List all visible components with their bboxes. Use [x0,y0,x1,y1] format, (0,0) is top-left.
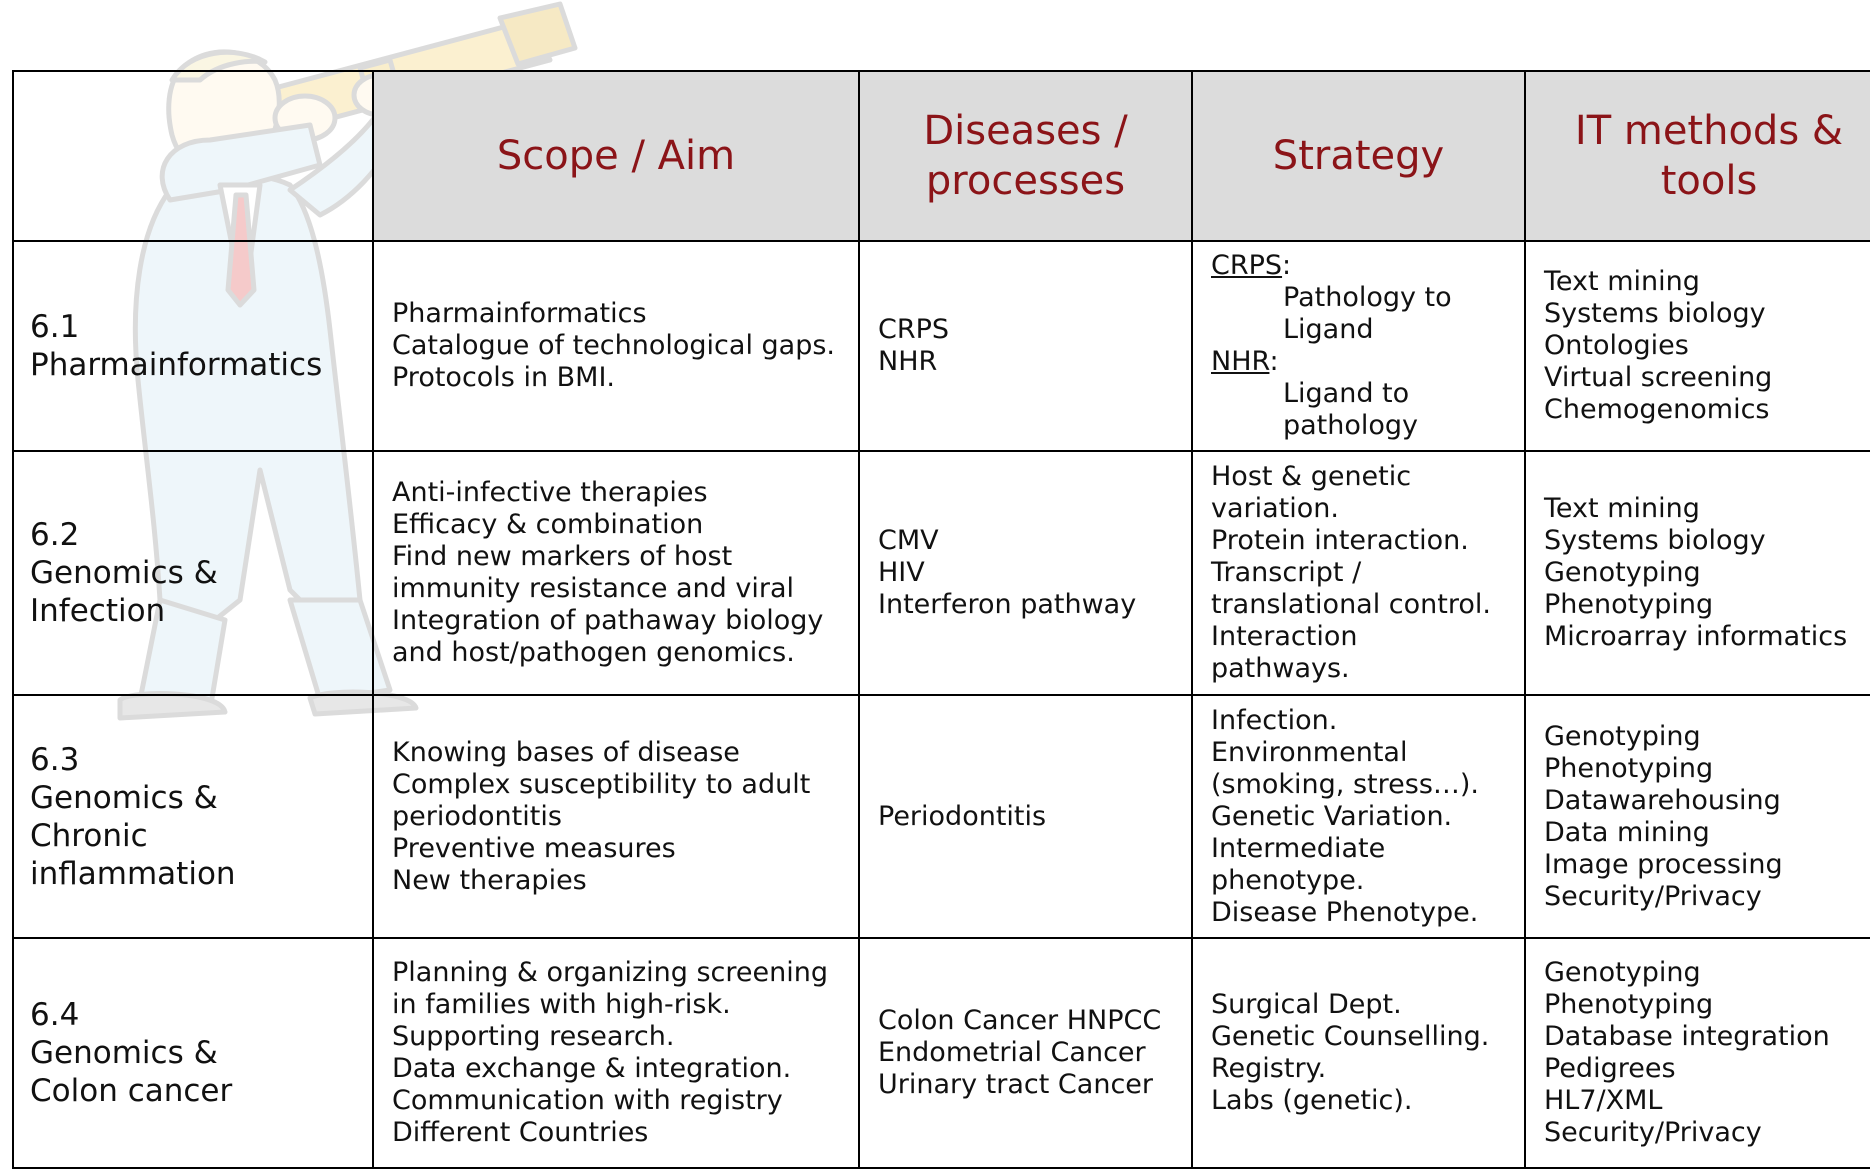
table-row: 6.1 Pharmainformatics Pharmainformatics … [12,240,1870,452]
strategy-nhr-text: Ligand to pathology [1283,378,1419,441]
row-label: 6.1 Pharmainformatics [12,240,374,452]
it-methods-cell: Text mining Systems biology Genotyping P… [1524,450,1870,696]
header-scope: Scope / Aim [372,70,860,242]
row-label: 6.3 Genomics & Chronic inflammation [12,694,374,939]
strategy-crps-label: CRPS [1211,250,1283,281]
scope-cell: Pharmainformatics Catalogue of technolog… [372,240,860,452]
header-strategy: Strategy [1191,70,1526,242]
diseases-cell: Periodontitis [858,694,1193,939]
strategy-cell: Host & genetic variation. Protein intera… [1191,450,1526,696]
header-row: Scope / Aim Diseases / processes Strateg… [12,70,1870,242]
table-row: 6.3 Genomics & Chronic inflammation Know… [12,694,1870,939]
diseases-cell: CRPS NHR [858,240,1193,452]
it-methods-cell: Genotyping Phenotyping Datawarehousing D… [1524,694,1870,939]
scope-cell: Anti-infective therapies Efficacy & comb… [372,450,860,696]
row-label: 6.4 Genomics & Colon cancer [12,937,374,1169]
strategy-cell: Infection. Environmental (smoking, stres… [1191,694,1526,939]
header-diseases: Diseases / processes [858,70,1193,242]
table-row: 6.2 Genomics & Infection Anti-infective … [12,450,1870,696]
strategy-crps-text: Pathology to Ligand [1283,282,1452,345]
it-methods-cell: Text mining Systems biology Ontologies V… [1524,240,1870,452]
header-it-methods: IT methods & tools [1524,70,1870,242]
scope-cell: Planning & organizing screening in famil… [372,937,860,1169]
diseases-cell: Colon Cancer HNPCC Endometrial Cancer Ur… [858,937,1193,1169]
header-corner [12,70,374,242]
scope-cell: Knowing bases of disease Complex suscept… [372,694,860,939]
strategy-cell: Surgical Dept. Genetic Counselling. Regi… [1191,937,1526,1169]
diseases-cell: CMV HIV Interferon pathway [858,450,1193,696]
row-label: 6.2 Genomics & Infection [12,450,374,696]
projects-table: Scope / Aim Diseases / processes Strateg… [12,70,1870,1169]
strategy-nhr-label: NHR [1211,346,1270,377]
table-row: 6.4 Genomics & Colon cancer Planning & o… [12,937,1870,1169]
it-methods-cell: Genotyping Phenotyping Database integrat… [1524,937,1870,1169]
strategy-cell: CRPS: Pathology to Ligand NHR: Ligand to… [1191,240,1526,452]
